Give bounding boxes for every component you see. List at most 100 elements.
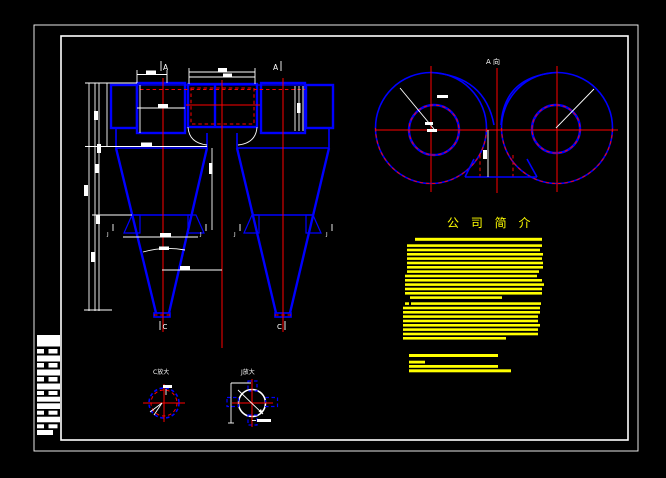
detail-j-label: J放大 [240,368,255,376]
outlet-label-c-left: C [163,323,168,331]
title-block-cell [37,403,60,409]
right-scroll-spiral [500,71,558,126]
title-block-cell [37,383,60,390]
right-cone-edge [235,147,278,314]
company-intro-text-line [409,360,425,364]
support-lug [123,214,141,234]
lug-mark: J [199,232,202,238]
outlet-box-side [464,158,475,178]
dim-text-blob [94,111,98,120]
company-intro-text-line [407,248,540,252]
dim-text-blob [483,150,487,159]
left-scroll-box [109,83,139,130]
detail-j-stub-right [264,396,279,408]
dim-text-blob [257,419,271,422]
lug-mark: J [325,232,328,238]
title-block-cell [37,396,60,402]
front-view: A A C C J J J J [84,61,335,348]
company-intro-text-line [409,365,498,368]
title-block-cell [48,391,58,395]
dim-text-blob [158,104,168,108]
front-view-centerlines [140,78,305,348]
dim-text-blob [163,385,172,388]
detail-c-leader [153,402,163,416]
company-intro-text-line [407,244,542,247]
dim-text-blob [160,233,171,237]
right-vortex-hidden [531,104,581,154]
company-intro-text-line [403,332,538,336]
support-lug [305,214,322,234]
bellmouth-arc [187,126,208,146]
lug-mark: J [106,232,109,238]
title-block-cell [48,363,58,368]
detail-j-stub-top [247,380,258,392]
right-cone-edge [288,147,331,314]
section-label-a-right: A [273,63,279,72]
dim-text-blob [159,246,169,250]
title-block-cell [37,355,60,362]
dim-text-blob [425,122,433,125]
dim-text-blob [91,252,95,262]
dim-text-blob [223,73,232,77]
company-intro-text-line [403,324,540,327]
company-intro-text-line [403,306,540,310]
company-intro-text-line [407,261,543,265]
company-intro-title: 公 司 简 介 [447,216,534,230]
company-intro-text-line [405,287,542,291]
dim-text-blob [146,70,156,74]
lug-mark: J [233,232,236,238]
detail-c-leader [149,402,163,413]
section-label-a-left: A [163,63,169,72]
company-intro-text-line [403,311,540,314]
title-block-cell [37,349,44,354]
title-block-cell [48,349,58,354]
company-intro-text-line [415,237,542,241]
title-block-cell [48,377,58,382]
leader-line [555,88,595,129]
title-block-strip [37,335,60,435]
detail-j: J放大 [226,368,279,427]
company-intro-text-line [405,292,542,295]
company-intro-text-line [409,369,511,373]
dim-text-blob [437,95,448,98]
title-block-cell [37,369,60,376]
dim-text-blob [97,144,101,153]
title-block-cell [37,430,53,435]
title-block-cell [37,363,44,368]
dim-text-blob [209,163,213,174]
right-scroll-box [304,83,335,130]
title-block-cell [48,424,58,429]
company-intro-text-line [411,302,541,305]
company-intro-text-line [405,274,537,278]
dim-text-blob [95,164,99,173]
dim-text-blob [218,68,227,72]
dim-text-blob [427,129,437,132]
dim-text-blob [84,185,88,196]
top-view: A 向 [374,57,618,193]
dim-text-blob [297,103,301,113]
front-view-labels: A A C C J J J J [106,61,333,331]
outer-border [33,24,639,452]
company-intro-text-line [407,266,543,269]
company-intro-text-line [407,257,542,260]
title-block-cell [37,391,44,395]
bellmouth-arc [237,126,258,146]
company-intro-text-line [403,319,538,323]
company-intro-text-line [403,328,538,331]
front-view-dimensions [84,68,304,311]
title-block-cell [37,377,44,382]
title-block-cell [37,424,44,429]
company-intro-text-line [403,315,538,318]
company-intro-text-lines [403,237,544,373]
title-block-cell [48,410,58,415]
company-intro: 公 司 简 介 [403,216,544,373]
title-block-cell [37,416,60,423]
outlet-box-side [526,158,538,178]
company-intro-text-line [407,270,539,273]
right-vortex-tube [530,103,582,155]
support-lug [243,214,260,234]
detail-c: C放大 [143,368,185,422]
company-intro-text-line [410,296,502,299]
detail-c-label: C放大 [153,368,169,376]
